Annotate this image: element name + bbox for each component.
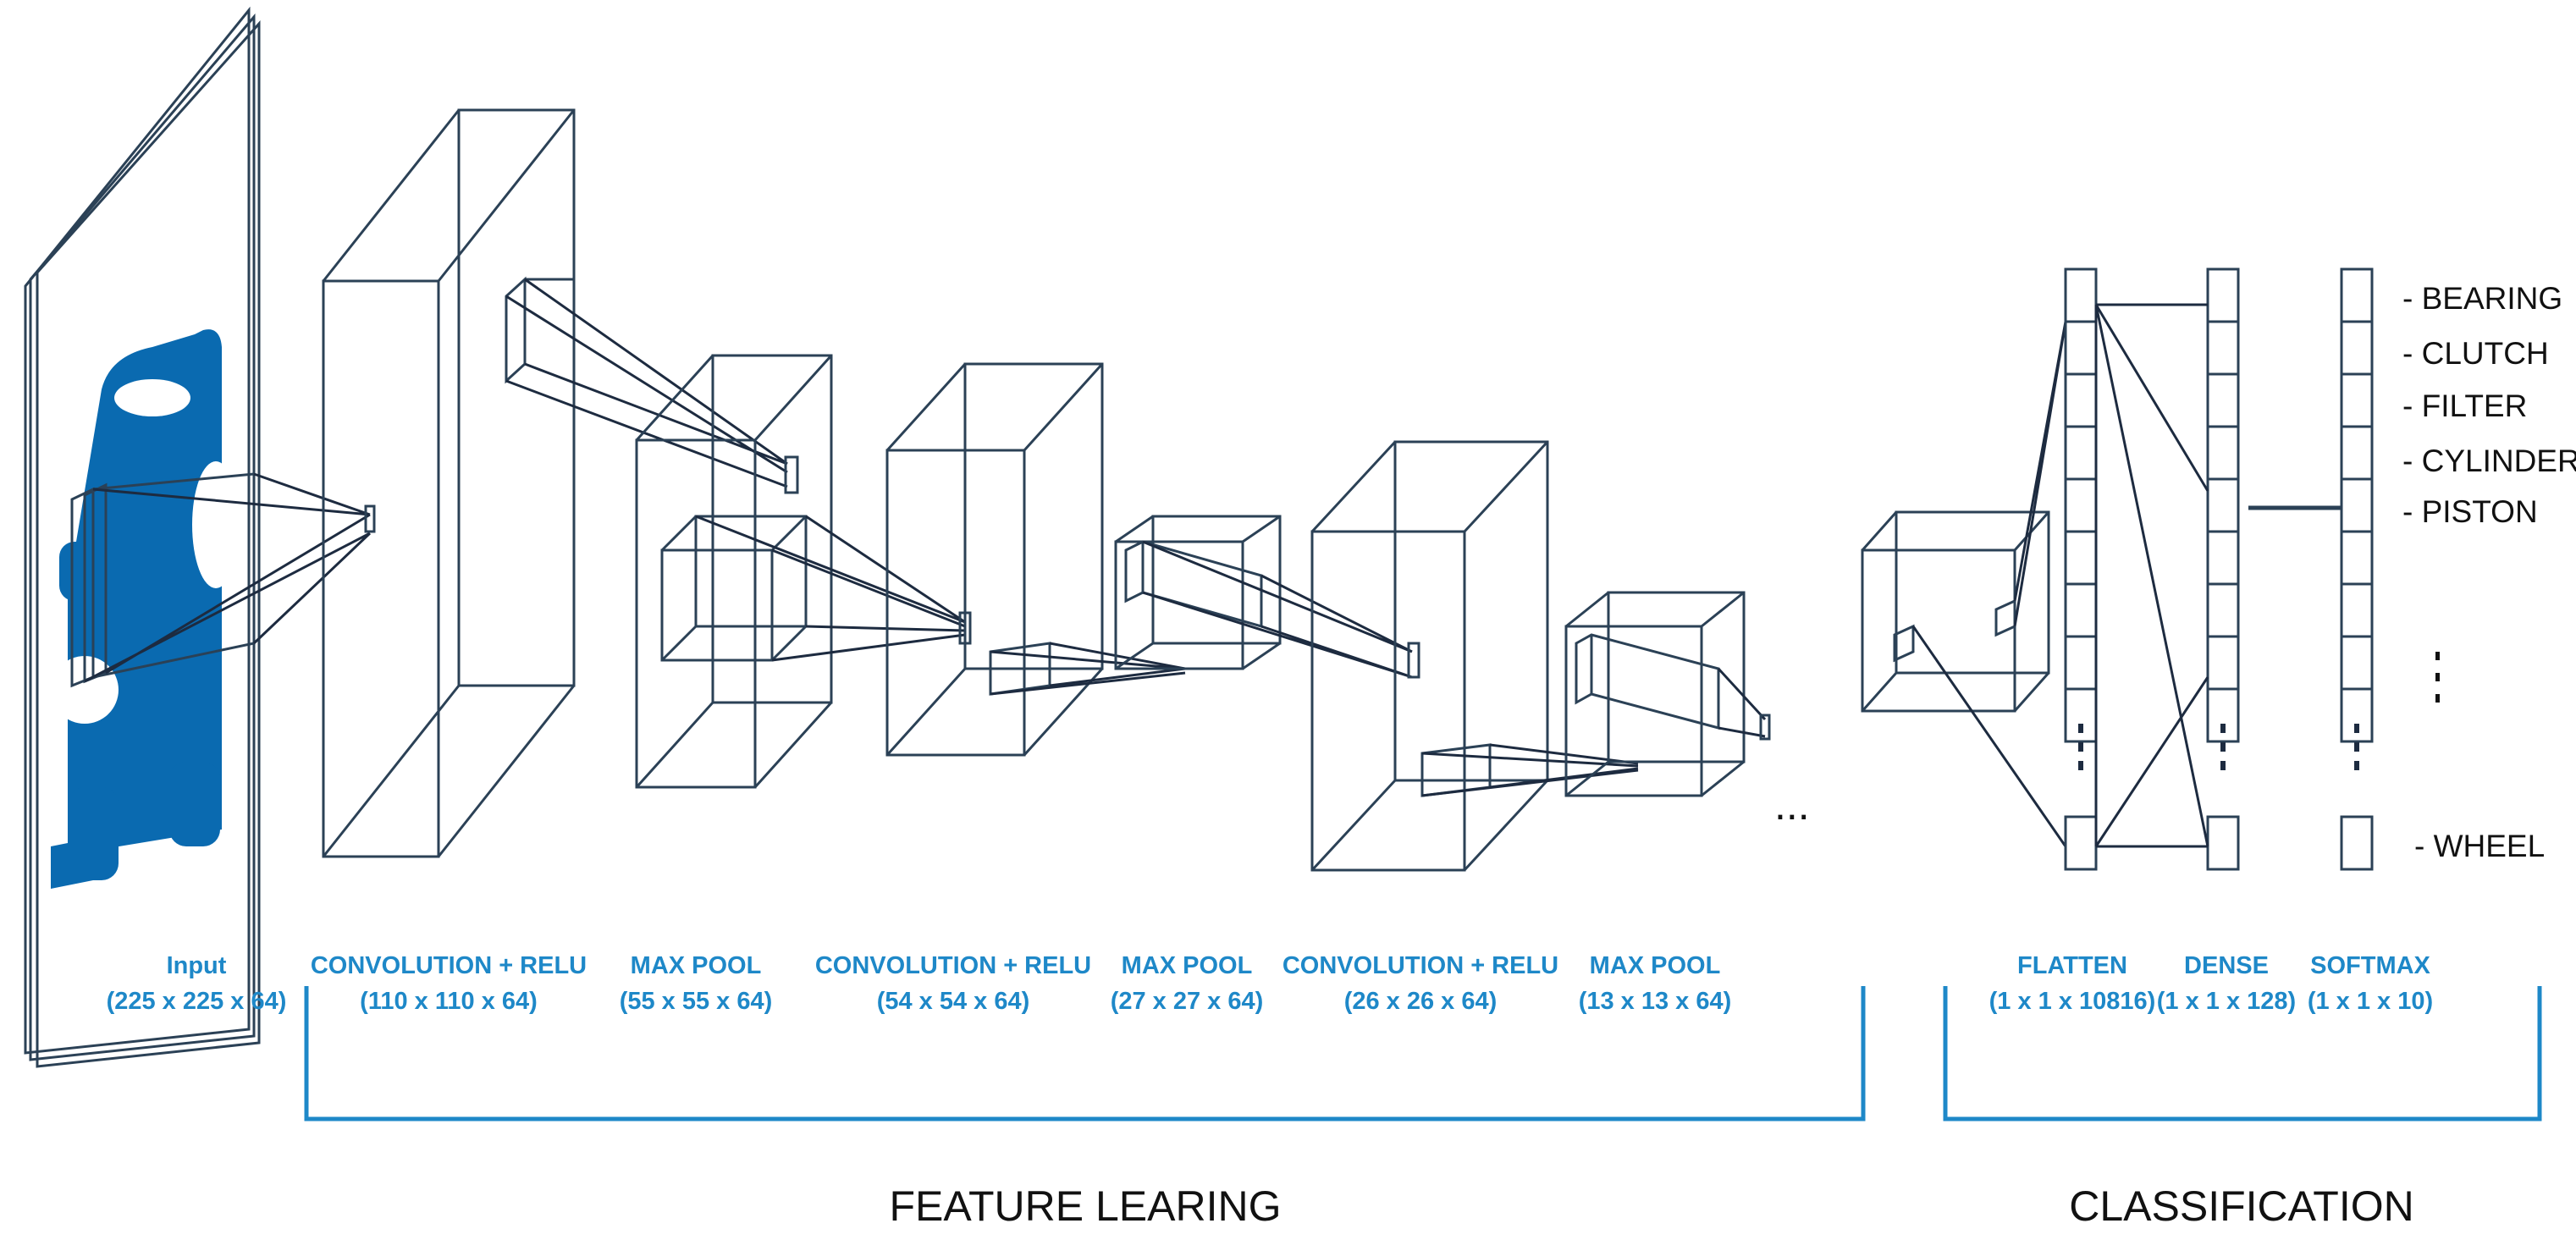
dense-unit — [2206, 582, 2240, 638]
pool3-kernel — [1575, 633, 1720, 730]
class-labels: - BEARING - CLUTCH - FILTER - CYLINDER -… — [2402, 281, 2576, 863]
flatten-unit — [2064, 320, 2098, 376]
caption-softmax-label: SOFTMAX — [2310, 952, 2430, 979]
pool2-kernel — [1124, 540, 1263, 628]
softmax-unit — [2340, 530, 2374, 586]
dense-unit — [2206, 372, 2240, 428]
flatten-unit — [2064, 372, 2098, 428]
class-label-clutch: - CLUTCH — [2402, 336, 2549, 371]
dense-ellipsis-dot — [2220, 724, 2226, 733]
caption-flatten-label: FLATTEN — [2017, 952, 2127, 979]
conv2-volume — [885, 362, 1104, 757]
pool1-volume — [635, 354, 833, 789]
softmax-ellipsis-dot — [2354, 724, 2359, 733]
flatten-unit — [2064, 530, 2098, 586]
caption-pool2-label: MAX POOL — [1122, 952, 1253, 979]
conv3-volume — [1310, 440, 1549, 872]
caption-input-dims: (225 x 225 x 64) — [107, 988, 287, 1015]
flatten-ellipsis-dot — [2078, 742, 2083, 752]
flatten-unit — [2064, 582, 2098, 638]
flatten-last-unit — [2064, 815, 2098, 871]
feature-learning-bracket — [304, 986, 1866, 1121]
flatten-ellipsis-dot — [2078, 761, 2083, 770]
caption-flatten-dims: (1 x 1 x 10816) — [1989, 988, 2156, 1015]
softmax-unit — [2340, 477, 2374, 533]
vertical-ellipsis-icon — [2435, 652, 2440, 703]
input-image — [24, 6, 376, 1068]
class-label-filter: - FILTER — [2402, 389, 2527, 423]
softmax-unit — [2340, 687, 2374, 743]
softmax-unit — [2340, 267, 2374, 323]
ellipsis-text: ... — [1774, 781, 1810, 829]
softmax-unit — [2340, 425, 2374, 481]
softmax-unit — [2340, 320, 2374, 376]
softmax-ellipsis-dot — [2354, 761, 2359, 770]
caption-pool1-dims: (55 x 55 x 64) — [620, 988, 773, 1015]
softmax-unit — [2340, 582, 2374, 638]
caption-conv1-dims: (110 x 110 x 64) — [360, 988, 538, 1015]
dense-unit — [2206, 477, 2240, 533]
dense-last-unit — [2206, 815, 2240, 871]
conv1-kernel — [505, 276, 574, 384]
class-label-piston: - PISTON — [2402, 494, 2538, 529]
caption-dense-label: DENSE — [2184, 952, 2269, 979]
section-title-feature-learning: FEATURE LEARING — [889, 1182, 1281, 1230]
class-label-bearing: - BEARING — [2402, 281, 2562, 316]
conv1-volume — [322, 108, 576, 858]
class-label-cylinder: - CYLINDER — [2402, 444, 2576, 478]
dense-column — [2206, 267, 2240, 871]
caption-pool3-label: MAX POOL — [1590, 952, 1721, 979]
flatten-unit — [2064, 477, 2098, 533]
car-window-icon — [192, 461, 240, 588]
caption-softmax-dims: (1 x 1 x 10) — [2308, 988, 2433, 1015]
dense-unit — [2206, 267, 2240, 323]
softmax-last-unit — [2340, 815, 2374, 871]
flatten-unit — [2064, 635, 2098, 691]
dense-unit — [2206, 425, 2240, 481]
flatten-ellipsis-dot — [2078, 724, 2083, 733]
classification-bracket — [1943, 986, 2542, 1121]
dense-ellipsis-dot — [2220, 742, 2226, 752]
dense-unit — [2206, 530, 2240, 586]
flatten-unit — [2064, 267, 2098, 323]
caption-pool3-dims: (13 x 13 x 64) — [1579, 988, 1732, 1015]
pool3-volume — [1564, 591, 1746, 797]
caption-conv3-label: CONVOLUTION + RELU — [1282, 952, 1558, 979]
softmax-ellipsis-dot — [2354, 742, 2359, 752]
caption-conv1-label: CONVOLUTION + RELU — [311, 952, 587, 979]
dense-unit — [2206, 687, 2240, 743]
caption-conv2-label: CONVOLUTION + RELU — [815, 952, 1091, 979]
caption-conv2-dims: (54 x 54 x 64) — [877, 988, 1030, 1015]
flatten-unit — [2064, 687, 2098, 743]
caption-conv3-dims: (26 x 26 x 64) — [1344, 988, 1498, 1015]
flatten-unit — [2064, 425, 2098, 481]
caption-input-label: Input — [167, 952, 227, 979]
dense-unit — [2206, 320, 2240, 376]
flatten-column — [2064, 267, 2098, 871]
softmax-column — [2340, 267, 2374, 871]
softmax-unit — [2340, 635, 2374, 691]
pool1-kernel — [660, 515, 808, 662]
pool2-volume — [1114, 515, 1282, 670]
layer-captions: Input (225 x 225 x 64) CONVOLUTION + REL… — [107, 952, 2434, 1015]
caption-pool2-dims: (27 x 27 x 64) — [1111, 988, 1264, 1015]
dense-unit — [2206, 635, 2240, 691]
pre-flatten-volume — [1861, 510, 2050, 713]
section-title-classification: CLASSIFICATION — [2069, 1182, 2413, 1230]
caption-dense-dims: (1 x 1 x 128) — [2157, 988, 2296, 1015]
class-label-wheel: - WHEEL — [2414, 829, 2545, 863]
dense-ellipsis-dot — [2220, 761, 2226, 770]
caption-pool1-label: MAX POOL — [631, 952, 762, 979]
softmax-unit — [2340, 372, 2374, 428]
